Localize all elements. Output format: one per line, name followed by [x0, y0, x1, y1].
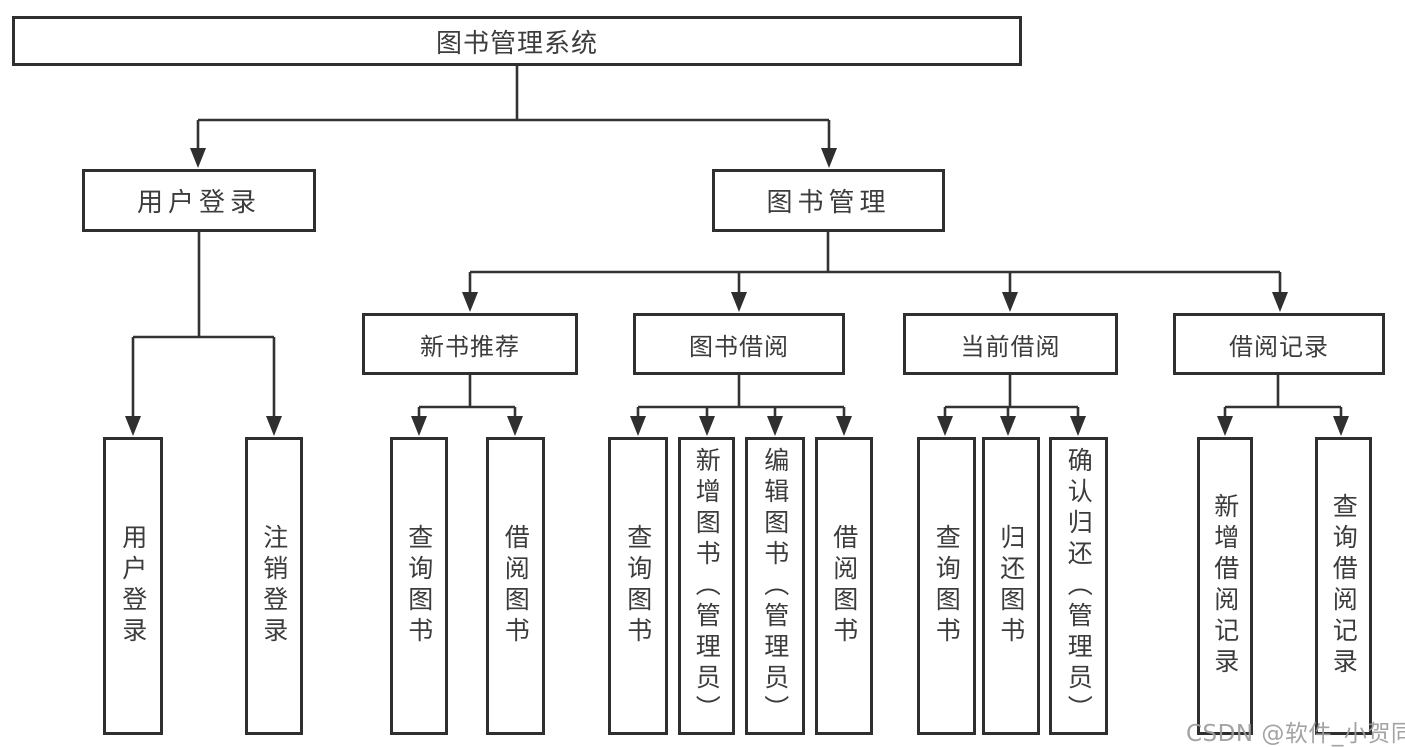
- node-label: 查询图书: [932, 524, 962, 648]
- node-return-book: 归还图书: [982, 437, 1040, 735]
- node-add-borrow-record: 新增借阅记录: [1197, 437, 1253, 735]
- node-query-borrow-record: 查询借阅记录: [1315, 437, 1372, 735]
- node-label: 查询图书: [623, 524, 653, 648]
- connector-current-borrowing-children: [943, 375, 1080, 417]
- arrowhead-icon: [190, 148, 206, 168]
- node-borrow-books-borrowing: 借阅图书: [815, 437, 873, 735]
- connector-new-book-children: [417, 375, 517, 417]
- node-logout-leaf: 注销登录: [245, 437, 303, 735]
- node-borrow-books-recommend: 借阅图书: [486, 437, 545, 735]
- arrowhead-icon: [821, 148, 837, 168]
- arrowhead-icon: [1333, 416, 1349, 436]
- node-book-borrowing: 图书借阅: [633, 313, 845, 375]
- node-label: 当前借阅: [960, 332, 1061, 361]
- arrowhead-icon: [507, 416, 523, 436]
- node-label: 注销登录: [259, 524, 289, 648]
- arrowhead-icon: [731, 292, 747, 312]
- arrowhead-icon: [1217, 416, 1233, 436]
- node-new-book-recommendation: 新书推荐: [362, 313, 578, 375]
- arrowhead-icon: [836, 416, 852, 436]
- node-edit-book-admin: 编辑图书（管理员）: [745, 437, 805, 735]
- node-label: 图书管理: [766, 188, 891, 218]
- arrowhead-icon: [767, 416, 783, 436]
- arrowhead-icon: [630, 416, 646, 436]
- arrowhead-icon: [125, 416, 141, 436]
- node-book-management: 图书管理: [712, 169, 945, 232]
- node-add-book-admin: 新增图书（管理员）: [678, 437, 735, 735]
- node-confirm-return-admin: 确认归还（管理员）: [1049, 437, 1108, 735]
- arrowhead-icon: [1272, 292, 1288, 312]
- node-label: 用户登录: [118, 524, 148, 648]
- arrowhead-icon: [462, 292, 478, 312]
- node-user-login: 用户登录: [82, 169, 316, 232]
- arrowhead-icon: [1000, 416, 1016, 436]
- node-label: 新书推荐: [420, 332, 520, 361]
- node-label: 借阅图书: [501, 524, 531, 648]
- arrowhead-icon: [1070, 416, 1086, 436]
- arrowhead-icon: [266, 416, 282, 436]
- node-label: 图书管理系统: [435, 28, 598, 59]
- watermark: CSDN @软件_小贺同学: [1186, 721, 1405, 747]
- node-query-books-recommend: 查询图书: [390, 437, 448, 735]
- node-label: 用户登录: [136, 188, 261, 218]
- node-label: 查询借阅记录: [1329, 493, 1359, 679]
- connector-book-borrowing-children: [636, 375, 846, 417]
- node-query-books-current: 查询图书: [917, 437, 976, 735]
- node-label: 借阅图书: [829, 524, 859, 648]
- connector-user-login-children: [131, 232, 276, 417]
- node-label: 新增借阅记录: [1210, 493, 1240, 679]
- node-query-books-borrowing: 查询图书: [608, 437, 668, 735]
- node-label: 新增图书（管理员）: [692, 446, 722, 726]
- node-label: 查询图书: [404, 524, 434, 648]
- arrowhead-icon: [699, 416, 715, 436]
- connector-book-management-children: [468, 232, 1282, 293]
- arrowhead-icon: [937, 416, 953, 436]
- node-label: 借阅记录: [1229, 332, 1329, 361]
- connector-borrowing-records-children: [1223, 375, 1343, 417]
- node-library-management-system: 图书管理系统: [12, 16, 1022, 66]
- connector-root-to-level1: [196, 66, 831, 149]
- node-user-login-leaf: 用户登录: [103, 437, 163, 735]
- node-current-borrowing: 当前借阅: [903, 313, 1118, 375]
- node-label: 确认归还（管理员）: [1064, 446, 1094, 726]
- node-borrowing-records: 借阅记录: [1173, 313, 1385, 375]
- arrowhead-icon: [1002, 292, 1018, 312]
- node-label: 归还图书: [996, 524, 1026, 648]
- node-label: 编辑图书（管理员）: [760, 446, 790, 726]
- arrowhead-icon: [411, 416, 427, 436]
- node-label: 图书借阅: [689, 332, 789, 361]
